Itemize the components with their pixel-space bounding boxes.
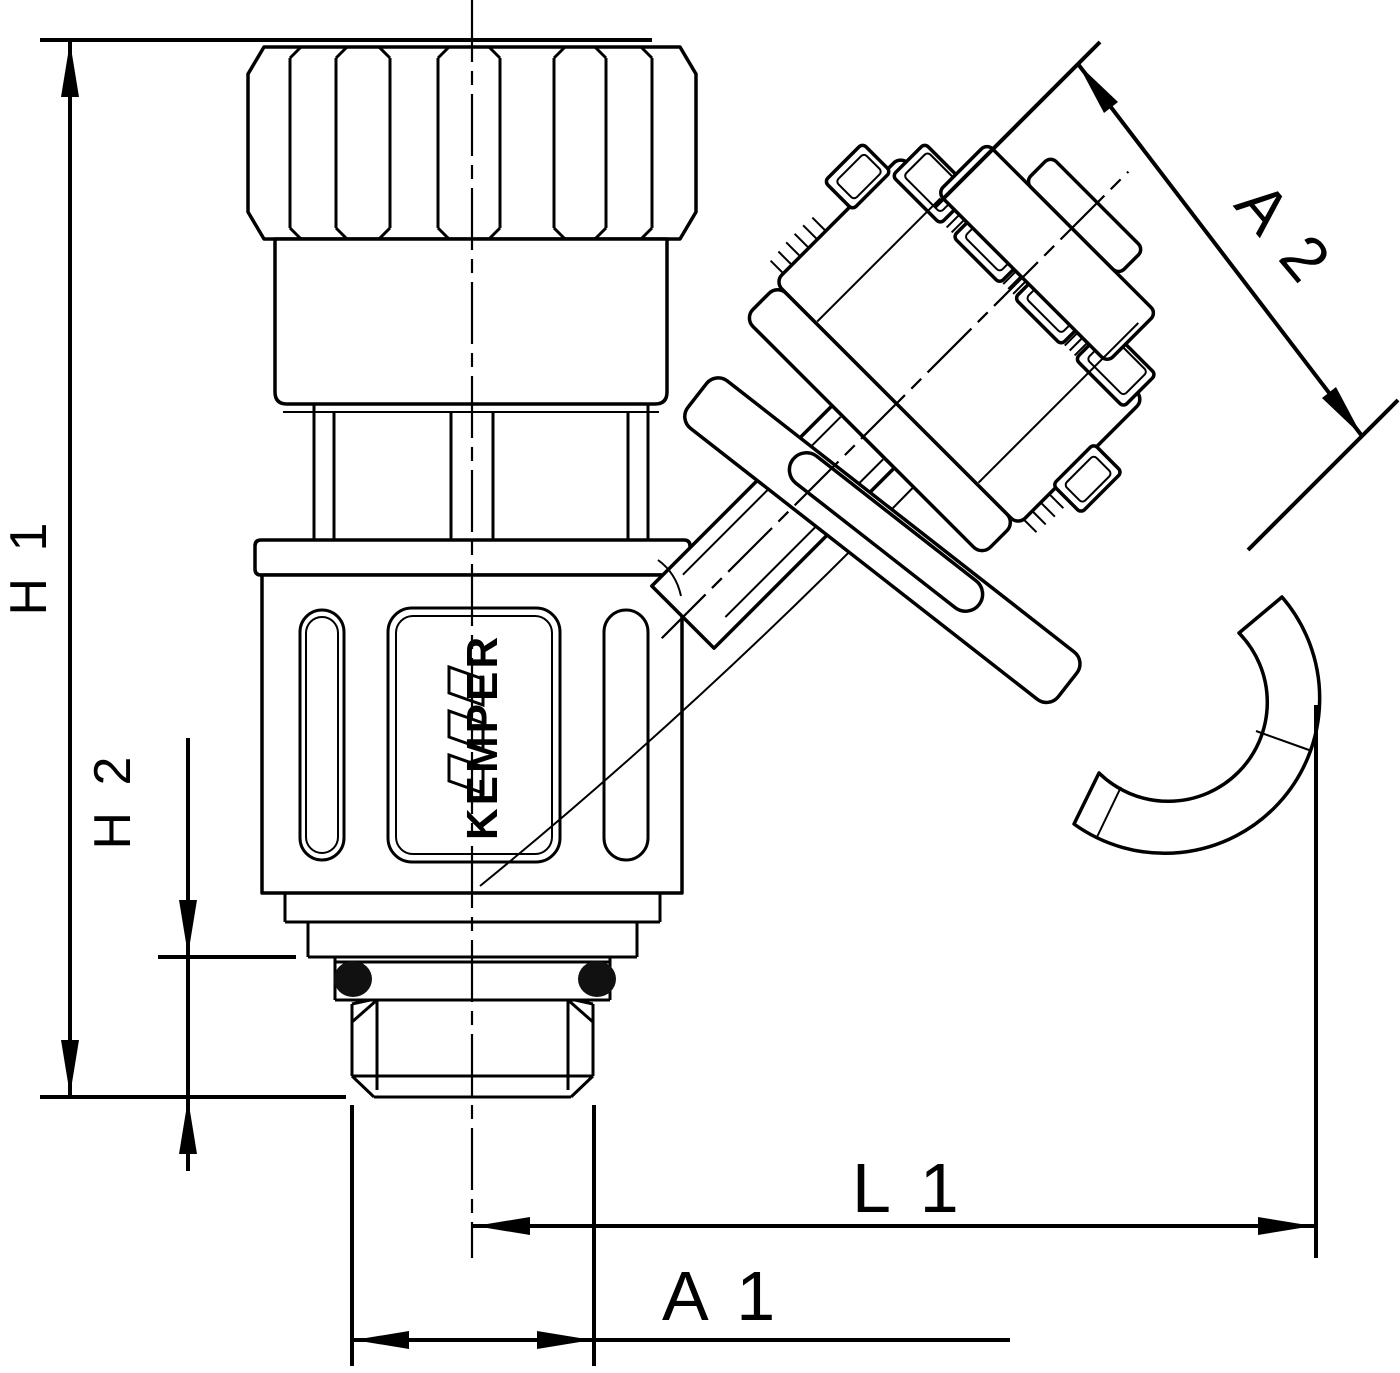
cap-teeth-outer <box>824 143 1122 513</box>
l1-arrow-left <box>475 1217 530 1235</box>
dimension-l1: L 1 <box>473 705 1318 1258</box>
knurl-edge-ticks <box>769 216 1065 533</box>
dimension-a1: A 1 <box>350 1105 1010 1366</box>
dimension-h1: H 1 <box>0 38 652 1099</box>
l1-arrow-right <box>1258 1217 1313 1235</box>
h2-arrow-down <box>179 900 197 955</box>
outlet-centerline <box>660 170 1130 640</box>
brand-logo: KEMPER <box>447 634 507 840</box>
stem <box>312 404 650 540</box>
h2-label: H 2 <box>84 751 142 850</box>
l1-label: L 1 <box>852 1149 965 1227</box>
strap-slot <box>787 451 985 613</box>
body-slots <box>298 606 650 864</box>
h1-arrow-up <box>61 42 79 97</box>
knurl-flutes <box>288 45 654 241</box>
h1-arrow-down <box>61 1040 79 1095</box>
threaded-tip <box>350 998 595 1099</box>
dimension-h2: H 2 <box>84 738 296 1171</box>
valve-body-group: KEMPER <box>246 45 933 1099</box>
outlet-knurled-cap <box>660 143 1156 640</box>
a1-label: A 1 <box>662 1257 781 1335</box>
a2-arrow-top <box>1078 64 1118 113</box>
h1-label: H 1 <box>0 517 58 616</box>
h2-arrow-up <box>179 1099 197 1154</box>
a1-arrow-left <box>354 1331 409 1349</box>
a2-arrow-bottom <box>1322 387 1362 436</box>
a1-arrow-right <box>537 1331 592 1349</box>
neck-fillet <box>657 559 682 597</box>
brand-logo-bars <box>447 664 485 796</box>
strap-loop <box>1072 595 1322 855</box>
o-ring <box>334 961 616 997</box>
